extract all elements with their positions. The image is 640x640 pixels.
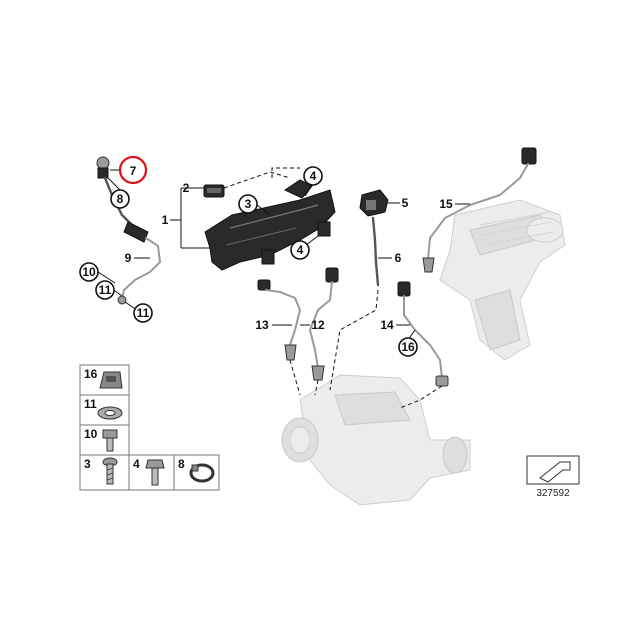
svg-text:4: 4 xyxy=(133,457,140,471)
callout-3: 3 xyxy=(238,194,258,214)
diagram-number: 327592 xyxy=(536,488,570,499)
hardware-legend: 16 11 10 3 xyxy=(79,364,220,491)
sensor-bracket xyxy=(204,179,336,271)
svg-text:8: 8 xyxy=(178,457,185,471)
svg-text:11: 11 xyxy=(137,306,150,320)
svg-text:3: 3 xyxy=(84,457,91,471)
intake-manifold xyxy=(439,199,566,361)
callout-11-a: 11 xyxy=(95,280,115,300)
callout-9: 9 xyxy=(125,251,132,265)
legend-item-3: 3 xyxy=(79,454,130,491)
legend-item-11: 11 xyxy=(79,394,130,426)
legend-item-10: 10 xyxy=(79,424,130,456)
callout-4-bottom: 4 xyxy=(290,240,310,260)
particulate-filter xyxy=(281,374,471,506)
callout-11-b: 11 xyxy=(133,303,153,323)
callout-6: 6 xyxy=(395,251,402,265)
callout-14: 14 xyxy=(380,318,394,332)
sensor-15 xyxy=(422,147,537,273)
svg-text:4: 4 xyxy=(297,243,304,257)
exhaust-temp-sensor-right xyxy=(397,281,449,387)
svg-text:11: 11 xyxy=(84,397,97,411)
svg-text:7: 7 xyxy=(130,164,137,178)
arrow-icon xyxy=(539,461,571,483)
svg-text:3: 3 xyxy=(245,197,252,211)
callout-13: 13 xyxy=(255,318,269,332)
legend-item-16: 16 xyxy=(79,364,130,396)
callout-7-highlighted: 7 xyxy=(118,155,148,185)
svg-text:10: 10 xyxy=(82,265,96,279)
pressure-sensor xyxy=(359,189,389,287)
diagram-reference: 327592 xyxy=(526,455,580,499)
callout-5: 5 xyxy=(402,196,409,210)
svg-text:16: 16 xyxy=(84,367,98,381)
legend-item-8: 8 xyxy=(173,454,220,491)
callout-2: 2 xyxy=(183,181,190,195)
svg-text:8: 8 xyxy=(117,192,124,206)
callout-16: 16 xyxy=(398,337,418,357)
svg-text:11: 11 xyxy=(99,283,112,297)
svg-text:16: 16 xyxy=(401,340,415,354)
callout-4-top: 4 xyxy=(303,166,323,186)
oxygen-sensors xyxy=(257,267,339,381)
callout-15: 15 xyxy=(439,197,453,211)
svg-text:10: 10 xyxy=(84,427,98,441)
callout-10: 10 xyxy=(79,262,99,282)
callout-12: 12 xyxy=(311,318,325,332)
connector-part-2 xyxy=(203,184,225,198)
legend-item-4: 4 xyxy=(128,454,175,491)
callout-1: 1 xyxy=(162,213,169,227)
callout-8: 8 xyxy=(110,189,130,209)
svg-text:4: 4 xyxy=(310,169,317,183)
